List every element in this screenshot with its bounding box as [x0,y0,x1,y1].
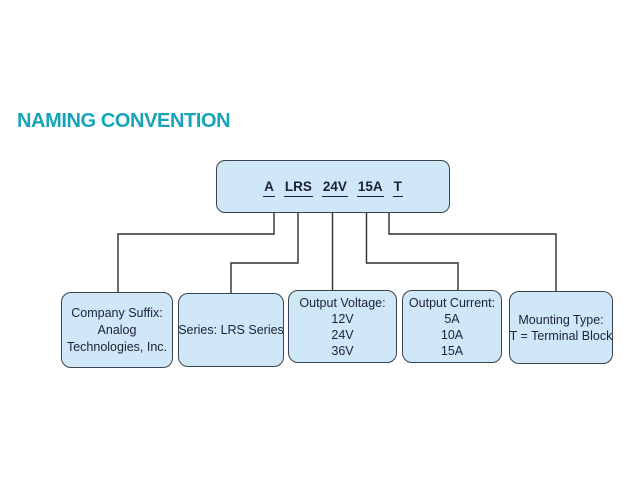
company-suffix-box: Company Suffix: Analog Technologies, Inc… [61,292,173,368]
box-line: 36V [331,344,354,358]
box-line: 10A [440,328,464,342]
model-token-voltage: 24V [321,178,348,197]
series-box: Series: LRS Series [178,293,284,367]
model-token-company: A [263,178,275,197]
box-line: 15A [440,344,464,358]
box-line: Series: LRS Series [178,322,284,337]
box-line: 12V [331,312,354,326]
output-voltage-box: Output Voltage: 12V 24V 36V [288,290,397,363]
box-line: Company Suffix: [71,305,163,320]
box-line: Output Current: [408,296,496,310]
box-line: Technologies, Inc. [66,339,168,354]
mounting-type-box: Mounting Type: T = Terminal Block [509,291,613,364]
box-line: 24V [331,328,354,342]
model-token-current: 15A [356,178,384,197]
model-code-box: A LRS 24V 15A T [216,160,450,213]
box-line: Analog [97,322,137,337]
output-current-box: Output Current: 5A 10A 15A [402,290,502,363]
box-line: Mounting Type: [518,312,604,327]
model-token-series: LRS [283,178,313,197]
box-line: T = Terminal Block [509,328,613,343]
box-line: Output Voltage: [299,296,386,310]
page-title: NAMING CONVENTION [17,110,231,132]
box-line: 5A [444,312,460,326]
model-token-mounting: T [392,178,403,197]
